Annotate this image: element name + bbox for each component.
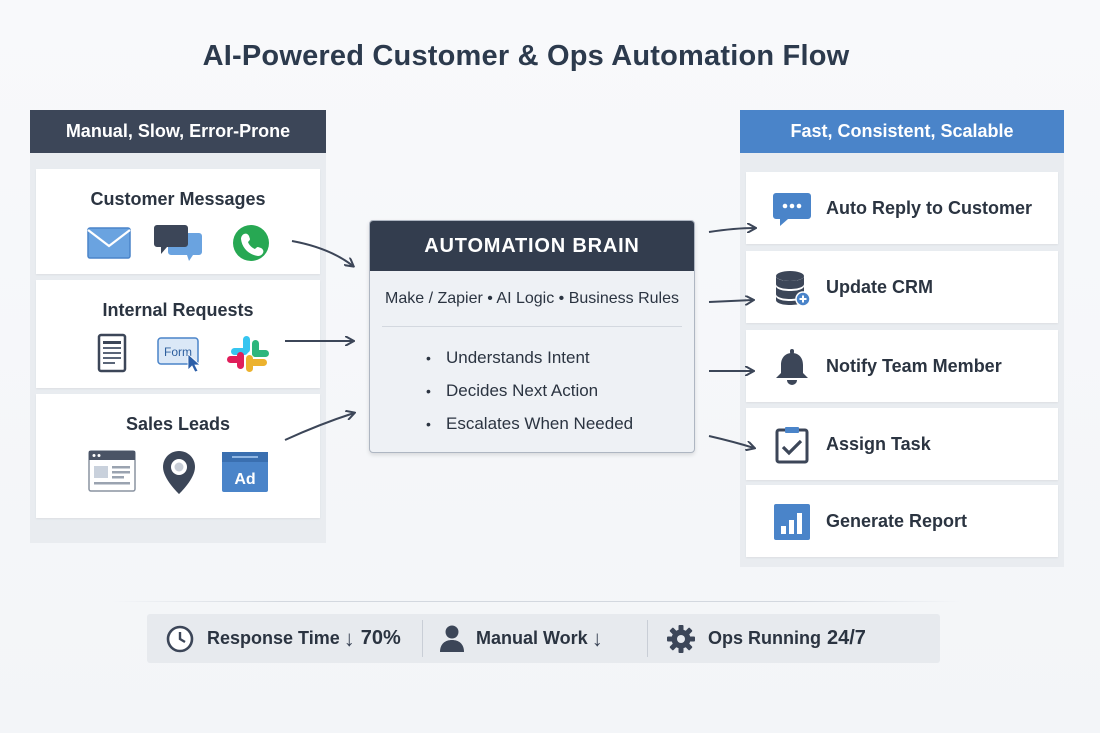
divider — [112, 601, 962, 602]
clock-icon — [165, 624, 195, 654]
checkbox-icon — [772, 425, 812, 465]
chat-icon — [153, 221, 203, 265]
brain-item-label: Decides Next Action — [446, 381, 599, 400]
automation-brain: AUTOMATION BRAIN Make / Zapier • AI Logi… — [369, 220, 695, 453]
metric-label: Manual Work — [476, 628, 588, 648]
brain-item: • Decides Next Action — [426, 374, 694, 407]
output-card-generate-report: Generate Report — [746, 485, 1058, 557]
output-label: Assign Task — [826, 434, 931, 454]
brain-subtitle: Make / Zapier • AI Logic • Business Rule… — [382, 271, 682, 327]
sources-panel: Manual, Slow, Error-Prone Customer Messa… — [30, 110, 326, 543]
metric-separator — [647, 620, 648, 657]
bullet: • — [426, 416, 431, 432]
source-card-customer-messages: Customer Messages — [36, 169, 320, 274]
bar-chart-icon — [772, 502, 812, 542]
output-label: Generate Report — [826, 511, 968, 531]
output-label: Notify Team Member — [826, 356, 1002, 376]
brain-title: AUTOMATION BRAIN — [370, 221, 694, 271]
database-icon — [772, 268, 812, 308]
metric-value: 70% — [360, 627, 401, 649]
output-label: Update CRM — [826, 277, 933, 297]
sources-header: Manual, Slow, Error-Prone — [30, 110, 326, 153]
source-title: Sales Leads — [125, 414, 231, 434]
metric-label: Ops Running — [708, 628, 821, 648]
source-title: Customer Messages — [90, 189, 266, 209]
location-pin-icon — [156, 448, 206, 496]
ad-icon: Ad — [218, 448, 268, 496]
output-card-update-crm: Update CRM — [746, 251, 1058, 323]
person-icon — [438, 624, 466, 654]
phone-icon — [226, 221, 276, 265]
metric-label: Response Time — [207, 628, 340, 648]
brain-item: • Understands Intent — [426, 341, 694, 374]
form-icon: Form — [154, 332, 210, 376]
outputs-header: Fast, Consistent, Scalable — [740, 110, 1064, 153]
document-icon — [91, 332, 141, 376]
page-title: AI-Powered Customer & Ops Automation Flo… — [202, 40, 850, 72]
webpage-icon — [86, 448, 136, 496]
output-card-assign-task: Assign Task — [746, 408, 1058, 480]
chat-bubble-icon — [772, 189, 812, 229]
source-title: Internal Requests — [102, 300, 254, 320]
ad-label: Ad — [234, 471, 255, 488]
brain-item: • Escalates When Needed — [426, 407, 694, 440]
outputs-panel: Fast, Consistent, Scalable Auto Reply to… — [740, 110, 1064, 567]
metric-ops-running: Ops Running 24/7 — [666, 614, 866, 663]
output-card-notify-team: Notify Team Member — [746, 330, 1058, 402]
source-card-internal-requests: Internal Requests Form — [36, 280, 320, 388]
down-arrow-icon: ↓ — [591, 625, 603, 651]
metric-response-time: Response Time ↓ 70% — [165, 614, 401, 663]
source-card-sales-leads: Sales Leads — [36, 394, 320, 518]
metrics-bar: Response Time ↓ 70% Manual Work ↓ — [147, 614, 940, 663]
bell-icon — [772, 347, 812, 387]
form-label: Form — [164, 345, 192, 359]
slack-icon — [223, 332, 273, 376]
bullet: • — [426, 383, 431, 399]
down-arrow-icon: ↓ — [343, 625, 355, 651]
metric-manual-work: Manual Work ↓ — [438, 614, 603, 663]
metric-separator — [422, 620, 423, 657]
bullet: • — [426, 350, 431, 366]
output-label: Auto Reply to Customer — [826, 198, 1033, 218]
email-icon — [84, 221, 134, 265]
brain-item-label: Understands Intent — [446, 348, 590, 367]
brain-item-label: Escalates When Needed — [446, 414, 634, 433]
metric-value: 24/7 — [826, 627, 866, 649]
gear-icon — [666, 624, 696, 654]
output-card-auto-reply: Auto Reply to Customer — [746, 172, 1058, 244]
